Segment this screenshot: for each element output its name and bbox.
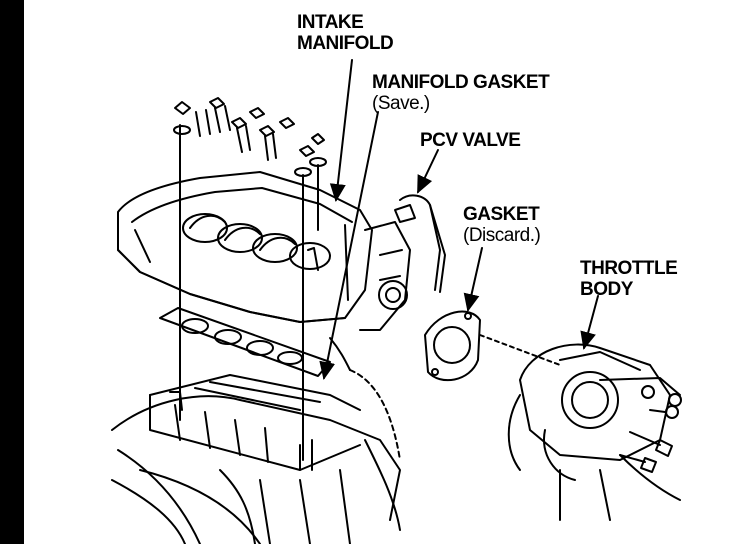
manifold-gasket-note: (Save.) — [372, 93, 430, 114]
leader-lines — [319, 59, 599, 380]
throttle-body-label-line-2: BODY — [580, 279, 633, 300]
pcv-valve — [394, 194, 446, 293]
throttle-body-label: THROTTLE BODY — [580, 258, 678, 300]
left-border-bar — [0, 0, 24, 544]
throttle-body — [507, 343, 682, 521]
intake-manifold-label: INTAKE MANIFOLD — [297, 12, 394, 54]
gasket-note: (Discard.) — [463, 225, 541, 246]
intake-manifold-label-line-1: INTAKE — [297, 12, 364, 33]
gasket-title: GASKET — [463, 204, 540, 225]
pcv-valve-label: PCV VALVE — [420, 130, 521, 151]
throttle-body-bolts — [619, 405, 679, 473]
manifold-gasket-title: MANIFOLD GASKET — [372, 72, 550, 93]
gasket-label: GASKET (Discard.) — [463, 204, 541, 246]
manifold-bolts — [169, 97, 327, 471]
lower-intake-engine — [111, 374, 401, 544]
manifold-gasket-label: MANIFOLD GASKET (Save.) — [372, 72, 550, 114]
intake-manifold-label-line-2: MANIFOLD — [297, 33, 394, 54]
throttle-body-label-line-1: THROTTLE — [580, 258, 678, 279]
manifold-gasket-plate — [159, 307, 331, 377]
throttle-gasket — [424, 310, 561, 381]
